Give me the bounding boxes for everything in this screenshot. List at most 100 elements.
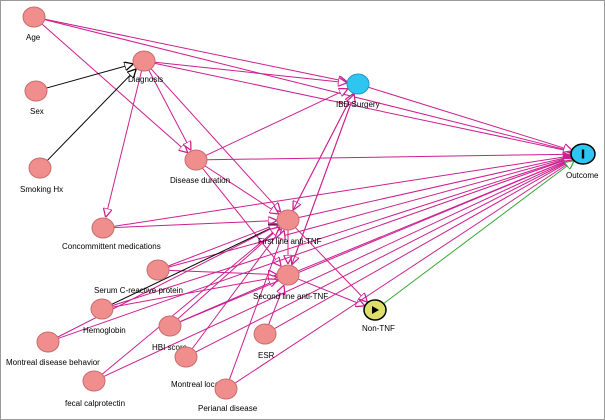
node-label-ibd_surgery: IBD Surgery [336,100,380,109]
edge-second_line-to-non_tnf [297,278,365,306]
node-first_line[interactable]: First line anti-TNF [258,209,322,246]
edge-hbi-to-outcome [179,158,573,323]
node-circle-disease_duration[interactable] [184,149,208,171]
edge-crp-to-first_line [167,224,277,267]
edge-perianal-to-outcome [234,160,573,384]
node-label-montreal_location: Montreal location [171,380,232,389]
edge-disease_duration-to-outcome [205,154,572,161]
edge-hemoglobin-to-outcome [111,157,573,307]
edge-layer [41,18,575,384]
node-label-concomitant: Concommittent medications [62,242,161,251]
edge-second_line-to-ibd_surgery [290,94,354,266]
node-diagnosis[interactable]: Diagnosis [128,50,163,84]
edge-esr-to-outcome [273,159,574,330]
node-age[interactable]: Age [22,6,46,42]
node-label-hemoglobin: Hemoglobin [83,326,126,335]
node-label-disease_duration: Disease duration [170,176,230,185]
edge-age-to-ibd_surgery [43,18,347,82]
edge-concomitant-to-outcome [112,156,572,227]
node-label-non_tnf: Non-TNF [362,324,395,333]
node-circle-sex[interactable] [24,80,48,102]
edge-first_line-to-ibd_surgery [292,94,353,212]
edge-diagnosis-to-first_line [150,68,281,211]
edge-diagnosis-to-concomitant [106,70,143,218]
edge-montreal_location-to-outcome [194,159,573,353]
node-label-smoking: Smoking Hx [20,185,63,194]
node-montreal_behavior[interactable]: Montreal disease behavior [6,331,100,367]
node-crp[interactable]: Serum C-reactive protein [94,259,183,295]
edge-first_line-to-non_tnf [294,226,367,302]
edge-fecal_calprotectin-to-outcome [102,159,573,378]
node-circle-concomitant[interactable] [91,217,115,239]
edge-montreal_behavior-to-outcome [57,158,572,340]
node-hemoglobin[interactable]: Hemoglobin [83,298,126,335]
edge-crp-to-outcome [167,157,573,268]
node-smoking[interactable]: Smoking Hx [20,157,63,194]
node-circle-diagnosis[interactable] [132,50,156,72]
edge-hemoglobin-to-second_line [111,277,277,308]
node-circle-esr[interactable] [253,323,277,345]
node-sex[interactable]: Sex [24,80,48,116]
node-label-diagnosis: Diagnosis [128,75,163,84]
edge-sex-to-diagnosis [45,64,134,89]
node-circle-hbi[interactable] [158,315,182,337]
node-circle-age[interactable] [22,6,46,28]
node-label-outcome: Outcome [566,171,599,180]
node-disease_duration[interactable]: Disease duration [170,149,230,185]
node-non_tnf[interactable]: Non-TNF [362,299,395,333]
node-label-hbi: HBI score [152,343,188,352]
node-concomitant[interactable]: Concommittent medications [62,217,161,251]
node-label-sex: Sex [30,107,44,116]
node-circle-smoking[interactable] [28,157,52,179]
node-outcome[interactable]: Outcome [566,143,599,180]
node-circle-fecal_calprotectin[interactable] [82,370,106,392]
edge-esr-to-second_line [268,285,284,325]
edge-smoking-to-diagnosis [46,69,136,162]
bar-icon [581,149,585,159]
play-icon [372,306,379,314]
node-label-montreal_behavior: Montreal disease behavior [6,358,100,367]
node-label-crp: Serum C-reactive protein [94,286,183,295]
node-fecal_calprotectin[interactable]: fecal calprotectin [65,370,125,408]
edge-disease_duration-to-ibd_surgery [204,89,348,157]
node-circle-ibd_surgery[interactable] [346,73,370,95]
node-label-second_line: Second line anti-TNF [253,292,328,301]
node-montreal_location[interactable]: Montreal location [171,346,232,389]
edge-diagnosis-to-disease_duration [148,69,191,150]
node-ibd_surgery[interactable]: IBD Surgery [336,73,380,109]
edge-perianal-to-first_line [228,230,284,380]
edge-hbi-to-first_line [177,227,279,320]
edge-hemoglobin-to-first_line [110,225,278,306]
node-circle-crp[interactable] [146,259,170,281]
node-circle-hemoglobin[interactable] [90,298,114,320]
node-label-fecal_calprotectin: fecal calprotectin [65,399,125,408]
edge-age-to-disease_duration [41,23,188,153]
node-circle-first_line[interactable] [276,209,300,231]
edge-non_tnf-to-outcome [382,161,574,305]
edge-diagnosis-to-ibd_surgery [153,61,347,83]
edge-crp-to-second_line [167,270,277,274]
edge-montreal_behavior-to-first_line [56,225,278,338]
node-hbi[interactable]: HBI score [152,315,188,352]
edge-disease_duration-to-second_line [201,167,281,267]
edge-fecal_calprotectin-to-first_line [101,227,280,375]
node-circle-second_line[interactable] [276,264,300,286]
node-second_line[interactable]: Second line anti-TNF [253,264,328,301]
node-circle-montreal_location[interactable] [174,346,198,368]
node-esr[interactable]: ESR [253,323,277,360]
node-label-perianal: Perianal disease [198,404,258,413]
node-label-first_line: First line anti-TNF [258,237,322,246]
node-label-esr: ESR [258,351,275,360]
edge-first_line-to-outcome [297,156,573,219]
edge-disease_duration-to-first_line [204,165,278,215]
node-label-age: Age [26,33,41,42]
edge-concomitant-to-first_line [112,221,277,229]
node-circle-perianal[interactable] [214,378,238,400]
node-circle-montreal_behavior[interactable] [36,331,60,353]
edge-age-to-outcome [43,18,573,151]
node-perianal[interactable]: Perianal disease [198,378,258,413]
edge-ibd_surgery-to-outcome [367,86,573,151]
